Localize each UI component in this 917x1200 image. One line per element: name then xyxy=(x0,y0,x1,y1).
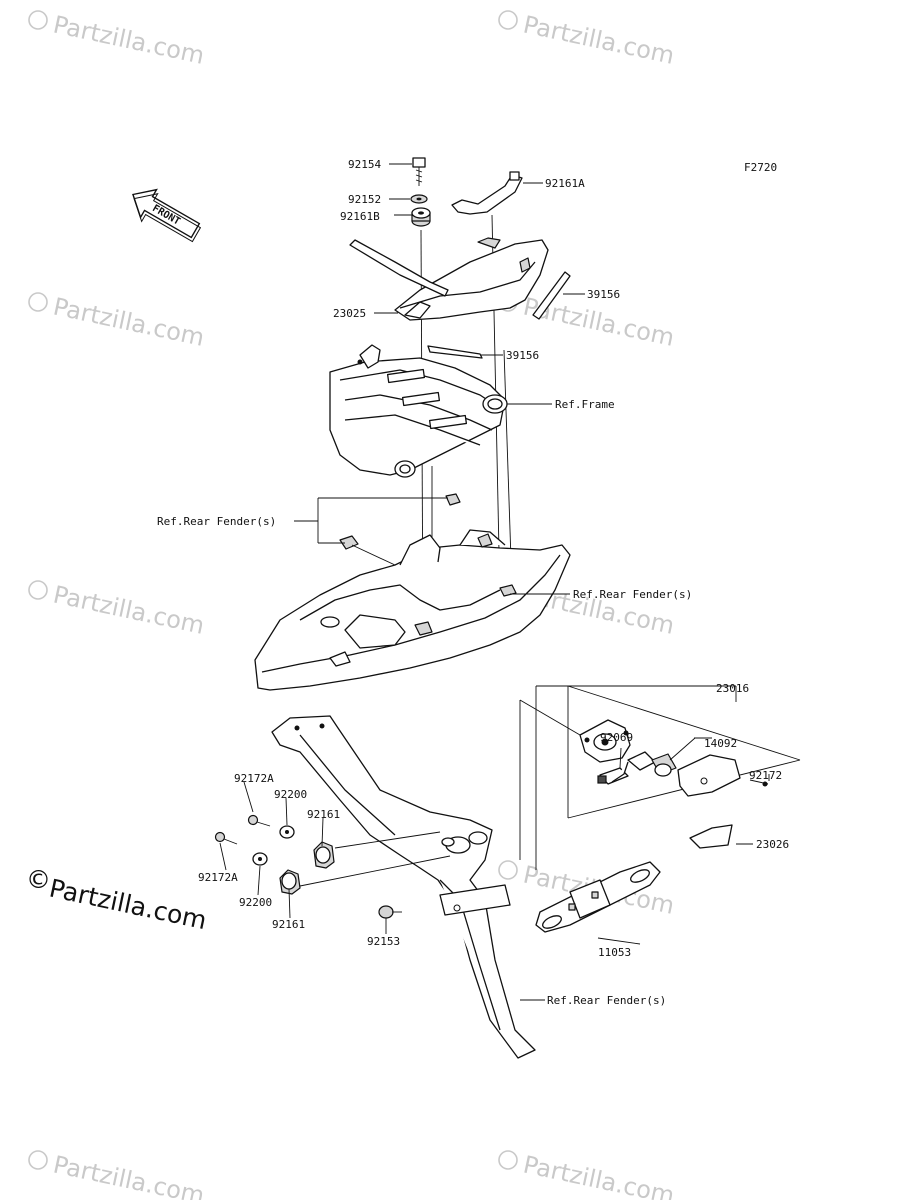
frame-assembly xyxy=(329,344,508,478)
rear-fender xyxy=(254,493,571,691)
bolt-92172A-upper xyxy=(247,814,271,827)
watermark: Partzilla.com xyxy=(498,292,677,352)
svg-text:Partzilla.com: Partzilla.com xyxy=(51,292,207,351)
label-23016: 23016 xyxy=(716,682,749,695)
label-ref-rear-fender-left: Ref.Rear Fender(s) xyxy=(157,515,276,528)
front-arrow-icon: FRONT xyxy=(132,188,202,243)
label-92152: 92152 xyxy=(348,193,381,206)
label-14092: 14092 xyxy=(704,737,737,750)
label-92172A-lower: 92172A xyxy=(198,871,238,884)
label-92154: 92154 xyxy=(348,158,381,171)
washer-92152 xyxy=(410,194,428,204)
copyright-icon: © xyxy=(26,865,51,894)
label-92200-upper: 92200 xyxy=(274,788,307,801)
grommet-92161-lower xyxy=(279,869,301,895)
label-92172: 92172 xyxy=(749,769,782,782)
label-23026: 23026 xyxy=(756,838,789,851)
watermark: Partzilla.com xyxy=(28,580,207,640)
grommet-92161B xyxy=(411,207,431,227)
label-39156-upper: 39156 xyxy=(587,288,620,301)
brand-logo: © Partzilla.com xyxy=(26,865,209,935)
label-92161A: 92161A xyxy=(545,177,585,190)
label-11053: 11053 xyxy=(598,946,631,959)
watermark: Partzilla.com xyxy=(28,292,207,352)
svg-text:Partzilla.com: Partzilla.com xyxy=(521,10,677,69)
label-ref-frame: Ref.Frame xyxy=(555,398,615,411)
washer-92200-lower xyxy=(252,852,268,866)
bolt-92172A-lower xyxy=(214,831,238,845)
seat-cover-23025 xyxy=(349,237,549,321)
label-92172A-upper: 92172A xyxy=(234,772,274,785)
stay-92161A xyxy=(451,171,523,215)
diagram-code: F2720 xyxy=(744,161,777,174)
label-92161-upper: 92161 xyxy=(307,808,340,821)
label-92069: 92069 xyxy=(600,731,633,744)
grommet-92161-upper xyxy=(313,841,335,869)
svg-text:Partzilla.com: Partzilla.com xyxy=(51,1150,207,1200)
label-92161B: 92161B xyxy=(340,210,380,223)
tail-light-23016 xyxy=(567,685,801,849)
label-39156-lower: 39156 xyxy=(506,349,539,362)
svg-text:Partzilla.com: Partzilla.com xyxy=(521,1150,677,1200)
watermark: Partzilla.com xyxy=(498,1150,677,1200)
label-23025: 23025 xyxy=(333,307,366,320)
label-ref-rear-fender-bottom: Ref.Rear Fender(s) xyxy=(547,994,666,1007)
watermark: Partzilla.com xyxy=(28,10,207,70)
label-92200-lower: 92200 xyxy=(239,896,272,909)
svg-text:Partzilla.com: Partzilla.com xyxy=(51,580,207,639)
tape-39156 xyxy=(427,271,571,359)
svg-text:Partzilla.com: Partzilla.com xyxy=(51,10,207,69)
license-light-11053 xyxy=(535,861,661,933)
watermark: Partzilla.com xyxy=(28,1150,207,1200)
label-92153: 92153 xyxy=(367,935,400,948)
label-ref-rear-fender-right: Ref.Rear Fender(s) xyxy=(573,588,692,601)
screw-92153 xyxy=(378,905,402,919)
leader-lines xyxy=(219,163,770,1001)
brand-text: Partzilla.com xyxy=(47,874,210,936)
license-bracket xyxy=(271,715,536,1059)
watermark: Partzilla.com xyxy=(498,10,677,70)
part-labels: 92154 92152 92161B 92161A 39156 23025 39… xyxy=(157,158,789,1007)
label-92161-lower: 92161 xyxy=(272,918,305,931)
washer-92200-upper xyxy=(279,825,295,839)
bolt-92154 xyxy=(412,157,426,186)
